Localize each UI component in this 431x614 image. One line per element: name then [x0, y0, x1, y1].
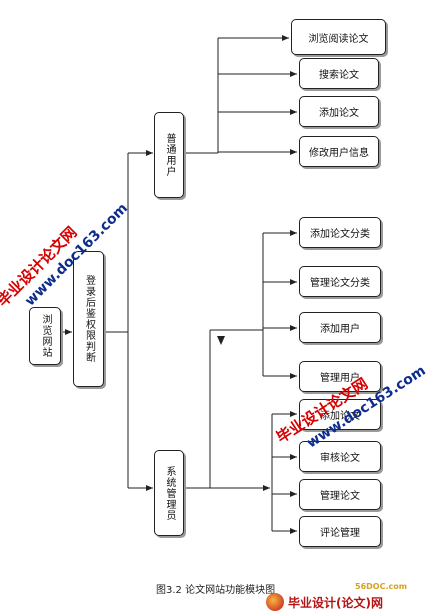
node-decision: 登录后鉴权限判断 [73, 251, 104, 387]
footer-brand-text: 毕业设计(论文)网 [288, 595, 383, 610]
node-function: 浏览阅读论文 [291, 19, 386, 55]
node-function: 评论管理 [299, 516, 381, 547]
node-decision-label: 登录后鉴权限判断 [83, 275, 95, 363]
footer-site-watermark: 56DOC.com [355, 582, 408, 591]
function-label: 管理论文 [320, 491, 360, 502]
node-function: 添加论文 [299, 96, 379, 127]
figure-caption: 图3.2 论文网站功能模块图 [156, 585, 276, 596]
node-root-label: 浏览网站 [40, 314, 51, 358]
footer-logo: 毕业设计(论文)网 [266, 590, 431, 614]
node-function: 管理论文分类 [299, 266, 381, 297]
node-function: 管理论文 [299, 479, 381, 510]
node-function: 审核论文 [299, 441, 381, 472]
function-label: 添加论文分类 [310, 229, 370, 240]
node-function: 修改用户信息 [299, 136, 379, 167]
function-label: 搜索论文 [319, 70, 359, 81]
function-label: 浏览阅读论文 [308, 33, 369, 45]
function-label: 管理用户 [320, 373, 360, 384]
function-label: 审核论文 [320, 453, 360, 464]
function-label: 添加用户 [320, 324, 360, 335]
function-label: 添加论文 [319, 108, 359, 119]
node-root: 浏览网站 [29, 307, 61, 365]
node-function: 添加论文 [299, 399, 381, 430]
node-function: 搜索论文 [299, 58, 379, 89]
node-function: 添加论文分类 [299, 217, 381, 248]
node-role-admin: 系统管理员 [154, 450, 184, 536]
function-label: 管理论文分类 [310, 278, 370, 289]
function-label: 修改用户信息 [309, 148, 369, 159]
node-role-normal-user: 普通用户 [154, 112, 184, 198]
function-label: 评论管理 [320, 528, 360, 539]
node-function: 添加用户 [299, 312, 381, 343]
role-label: 系统管理员 [164, 465, 175, 521]
function-label: 添加论文 [320, 411, 360, 422]
node-function: 管理用户 [299, 361, 381, 392]
logo-icon [266, 593, 284, 611]
role-label: 普通用户 [164, 133, 175, 177]
